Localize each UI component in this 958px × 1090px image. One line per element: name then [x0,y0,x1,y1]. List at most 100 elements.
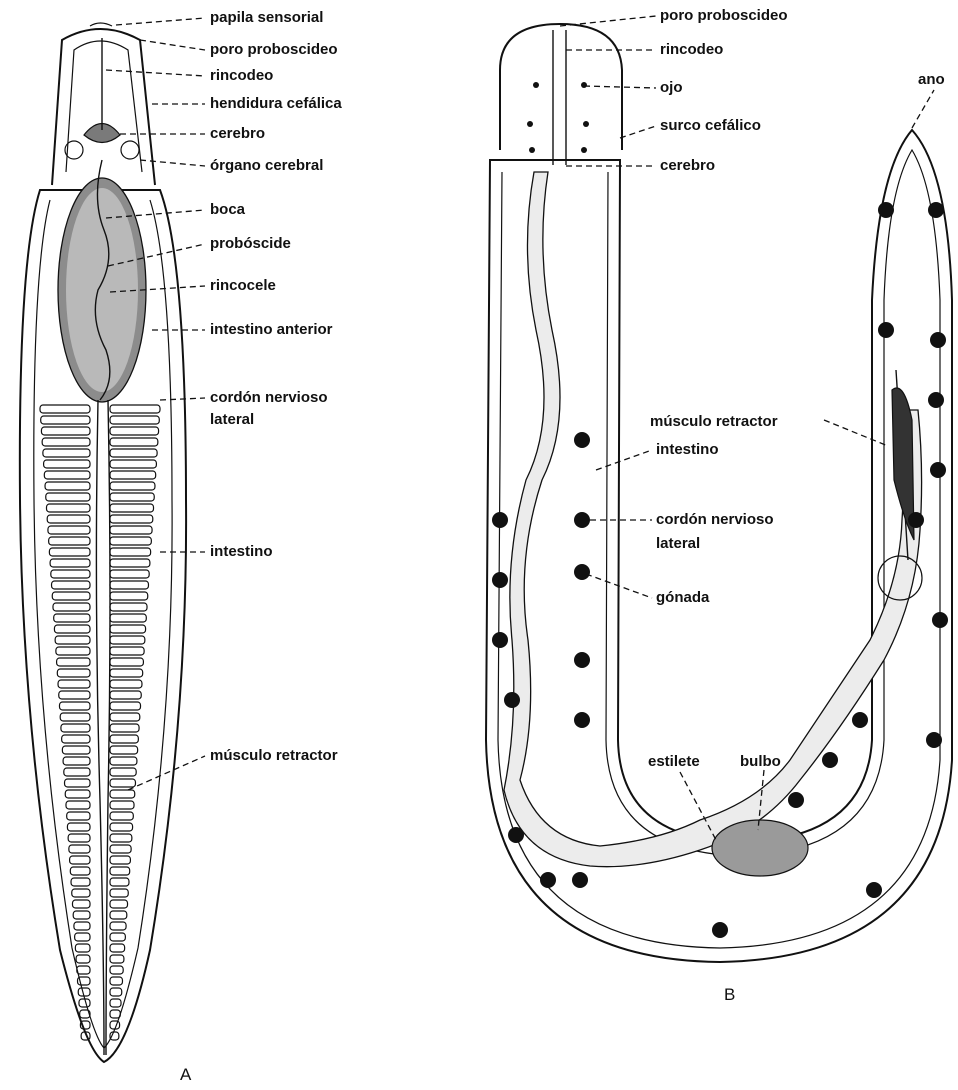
gonad [908,512,924,528]
label-cerebro-a: cerebro [210,125,265,142]
gut-pouch [110,779,135,787]
gonad [930,462,946,478]
gonad [788,792,804,808]
gut-pouch [110,658,143,666]
gut-pouch [56,647,90,655]
gut-pouch [110,504,154,512]
label-papila-sensorial: papila sensorial [210,9,323,26]
gonad [574,564,590,580]
label-intestino-a: intestino [210,543,273,560]
gut-pouch [43,449,90,457]
label-gonada: gónada [656,589,710,606]
gonad [712,922,728,938]
gut-pouch [51,570,90,578]
gut-pouch [60,713,90,721]
panel-a-letter: A [180,1065,192,1084]
panel-b-letter: B [724,985,735,1004]
gut-pouch [110,603,147,611]
label-rincodeo-a: rincodeo [210,67,273,84]
gut-pouch [65,790,90,798]
gut-pouch [110,757,137,765]
gut-pouch [52,581,90,589]
gut-pouch [110,812,133,820]
gut-pouch [110,416,159,424]
label-estilete: estilete [648,753,700,770]
gut-pouch [110,856,130,864]
label-rincocele: rincocele [210,277,276,294]
gut-pouch [54,614,90,622]
eyes [527,82,589,153]
gut-pouch [67,823,90,831]
gut-pouch [110,1010,120,1018]
label-ojo: ojo [660,79,683,96]
gut-pouches [40,405,160,1040]
gut-pouch [45,482,90,490]
gonad [504,692,520,708]
gut-pouch [48,526,90,534]
gut-pouch [110,493,154,501]
gut-pouch [110,867,130,875]
gut-pouch [110,823,133,831]
gut-pouch [110,647,144,655]
label-surco-cefalico: surco cefálico [660,117,761,134]
gut-pouch [110,636,145,644]
gut-pouch [110,625,146,633]
gut-pouch [47,515,90,523]
gut-pouch [68,834,90,842]
gut-pouch [110,889,128,897]
label-cerebro-b: cerebro [660,157,715,174]
gut-pouch [110,581,148,589]
gonad [822,752,838,768]
label-proboscide: probóscide [210,235,291,252]
gut-pouch [110,933,125,941]
gonad [928,202,944,218]
gut-pouch [110,614,146,622]
gut-pouch [41,416,90,424]
gut-pouch [110,834,132,842]
gonad [574,712,590,728]
gut-pouch [57,669,90,677]
gut-pouch [75,933,90,941]
gut-pouch [64,768,90,776]
gut-pouch [67,812,90,820]
gut-pouch [46,493,90,501]
gut-pouch [110,405,160,413]
gut-pouch [46,504,90,512]
gut-pouch [110,592,148,600]
gonad [492,572,508,588]
gut-pouch [110,691,141,699]
label-poro-proboscideo-b: poro proboscideo [660,7,788,24]
gut-pouch [110,966,123,974]
gut-pouch [110,680,142,688]
gonad [852,712,868,728]
gut-pouch [110,724,139,732]
gut-pouch [110,713,140,721]
gut-pouch [77,966,90,974]
gut-pouch [70,867,90,875]
label-ano: ano [918,71,945,88]
gut-pouch [110,548,151,556]
gut-pouch [62,746,90,754]
gut-pouch [40,405,90,413]
gut-pouch [110,515,153,523]
panel-a-labels: papila sensorial poro proboscideo rincod… [106,9,342,790]
gut-pouch [44,471,90,479]
gonad [878,322,894,338]
gut-pouch [110,790,135,798]
gonad [574,512,590,528]
gut-pouch [110,702,141,710]
label-musculo-retractor-a: músculo retractor [210,747,338,764]
gut-pouch [110,768,136,776]
gut-pouch [59,702,90,710]
label-bulbo: bulbo [740,753,781,770]
gut-pouch [110,427,159,435]
gut-pouch [110,922,126,930]
gut-pouch [110,559,150,567]
gut-pouch [74,922,90,930]
gut-pouch [57,658,90,666]
panel-a-drawing [20,23,186,1062]
gut-pouch [76,955,90,963]
gut-pouch [44,460,90,468]
label-musculo-retractor-b: músculo retractor [650,413,778,430]
